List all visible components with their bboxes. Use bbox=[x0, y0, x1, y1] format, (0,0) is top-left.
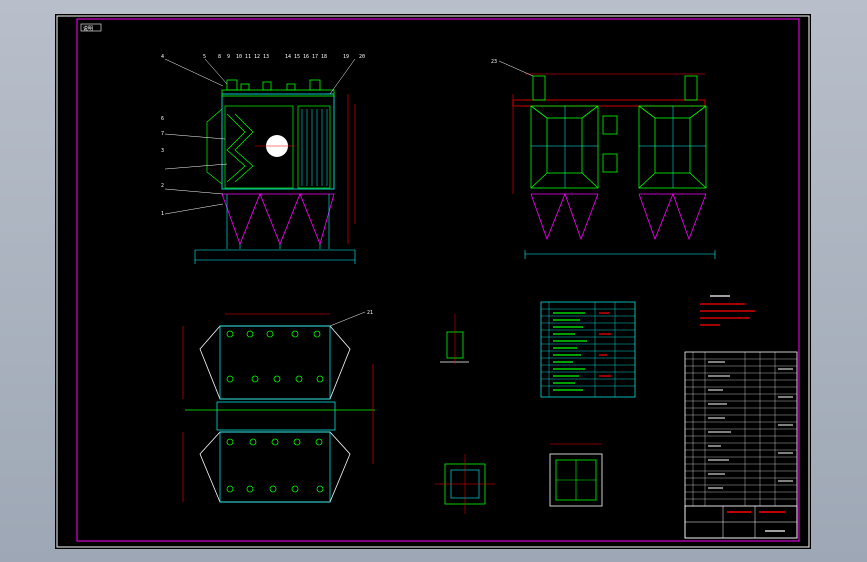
callout-13: 13 bbox=[263, 54, 269, 60]
callout-2: 2 bbox=[161, 183, 164, 189]
plan-view: 21 bbox=[182, 310, 375, 503]
callout-16: 16 bbox=[303, 54, 309, 60]
sheet-tag: 说明 bbox=[83, 25, 93, 32]
callout-12: 12 bbox=[254, 54, 260, 60]
callout-8: 8 bbox=[218, 54, 221, 60]
callout-23: 23 bbox=[491, 59, 497, 65]
drawing-canvas[interactable]: 说明 bbox=[55, 14, 811, 549]
sheet-tag-box bbox=[80, 23, 102, 32]
callout-21: 21 bbox=[367, 310, 373, 316]
callout-15: 15 bbox=[294, 54, 300, 60]
callout-6: 6 bbox=[161, 116, 164, 122]
callout-19: 19 bbox=[343, 54, 349, 60]
callout-9: 9 bbox=[227, 54, 230, 60]
callout-4: 4 bbox=[161, 54, 164, 60]
callout-3: 3 bbox=[161, 148, 164, 154]
parts-table bbox=[540, 301, 636, 398]
callout-20: 20 bbox=[359, 54, 365, 60]
callout-7: 7 bbox=[161, 131, 164, 137]
drawing-sheet[interactable]: 说明 bbox=[55, 14, 811, 549]
callout-17: 17 bbox=[312, 54, 318, 60]
callout-5: 5 bbox=[203, 54, 206, 60]
front-view: 4 5 8 9 10 11 12 13 14 15 16 17 18 19 20… bbox=[161, 54, 365, 264]
callout-14: 14 bbox=[285, 54, 291, 60]
callout-11: 11 bbox=[245, 54, 251, 60]
outer-border bbox=[56, 15, 810, 548]
bom-table bbox=[684, 351, 798, 539]
inner-frame bbox=[76, 18, 800, 542]
callout-1: 1 bbox=[161, 211, 164, 217]
technical-notes bbox=[700, 295, 755, 326]
callout-10: 10 bbox=[236, 54, 242, 60]
detail-flange-small bbox=[435, 454, 495, 514]
callout-18: 18 bbox=[321, 54, 327, 60]
detail-flange-large bbox=[549, 443, 603, 507]
detail-support bbox=[440, 314, 469, 364]
side-view: 23 bbox=[491, 59, 716, 259]
